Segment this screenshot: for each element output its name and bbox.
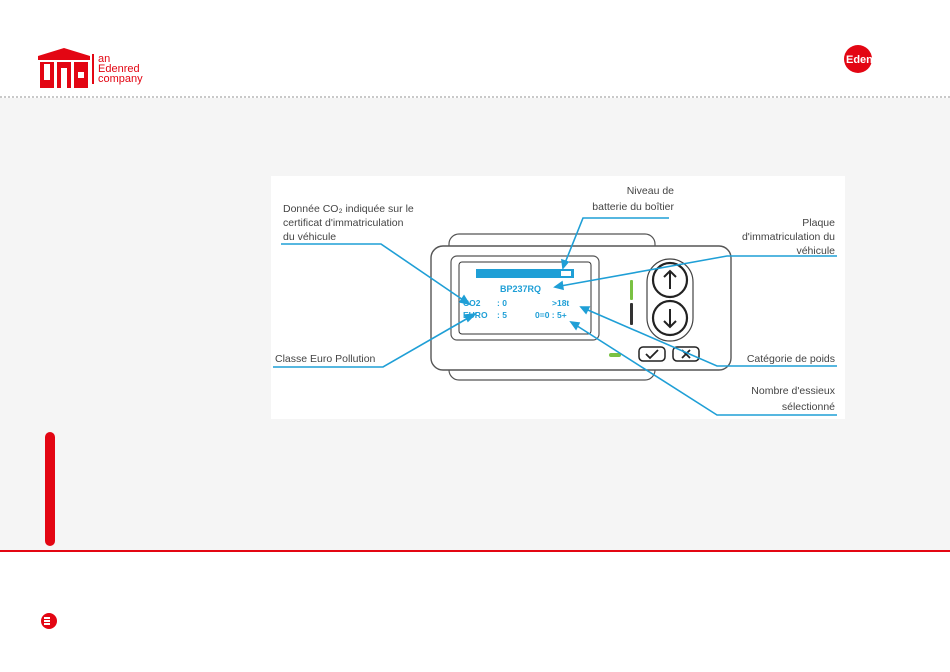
- status-led-icon: [630, 303, 633, 325]
- euro-label: Classe Euro Pollution: [275, 353, 376, 365]
- edenred-logo: Edenred: [842, 44, 912, 74]
- co2-label: Donnée CO₂ indiquée sur le: [283, 203, 414, 215]
- axles-label: sélectionné: [782, 401, 835, 413]
- accent-bar: [45, 432, 55, 546]
- device-diagram: BP237RQ CO2 : 0 >18t EURO : 5 0=0 : 5+: [271, 176, 845, 419]
- plate-label: d'immatriculation du: [742, 231, 835, 243]
- page-header: an Edenred company Edenred: [0, 0, 950, 96]
- edenred-mark-icon: [40, 612, 58, 630]
- screen-weight: >18t: [552, 298, 569, 308]
- plate-label: Plaque: [802, 217, 835, 229]
- uta-logo: an Edenred company: [36, 46, 166, 90]
- weight-label: Catégorie de poids: [747, 353, 835, 365]
- plate-label: véhicule: [796, 245, 835, 257]
- device-diagram-svg: BP237RQ CO2 : 0 >18t EURO : 5 0=0 : 5+: [271, 176, 845, 419]
- battery-icon: [561, 271, 571, 276]
- confirm-button[interactable]: [639, 347, 665, 361]
- screen-co2-value: : 0: [497, 298, 507, 308]
- screen-euro-value: : 5: [497, 310, 507, 320]
- arrow-down-button[interactable]: [653, 301, 687, 335]
- battery-bar: [476, 269, 574, 278]
- uta-logo-mark-icon: [36, 46, 92, 90]
- edenred-logo-mark: Edenred: [842, 44, 912, 74]
- axles-label: Nombre d'essieux: [751, 385, 835, 397]
- edenred-logo-text: Edenred: [846, 54, 890, 66]
- battery-label: batterie du boîtier: [592, 201, 674, 213]
- page-footer: [0, 552, 950, 672]
- tagline-line: company: [98, 74, 143, 84]
- screen-axles: 0=0 : 5+: [535, 310, 567, 320]
- battery-label: Niveau de: [627, 185, 674, 197]
- co2-label: du véhicule: [283, 231, 336, 243]
- co2-label: certificat d'immatriculation: [283, 217, 404, 229]
- screen-plate: BP237RQ: [500, 284, 541, 294]
- status-led-green-icon: [630, 280, 633, 300]
- uta-tagline: an Edenred company: [98, 54, 143, 84]
